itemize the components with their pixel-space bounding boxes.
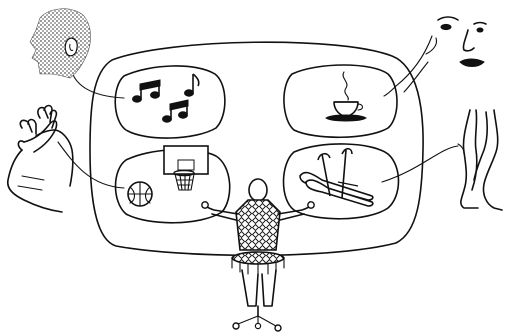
connector-legs-skiing xyxy=(382,146,458,182)
legs-icon xyxy=(458,110,502,210)
face-icon xyxy=(404,17,486,92)
panel-music xyxy=(115,66,225,138)
music-notes-icon xyxy=(133,74,199,122)
ear-icon xyxy=(30,9,91,78)
skis-icon xyxy=(300,149,373,206)
hands-icon xyxy=(8,106,73,213)
panel-coffee xyxy=(284,65,397,137)
coffee-cup-icon xyxy=(326,72,366,121)
panel-skiing xyxy=(284,144,399,219)
